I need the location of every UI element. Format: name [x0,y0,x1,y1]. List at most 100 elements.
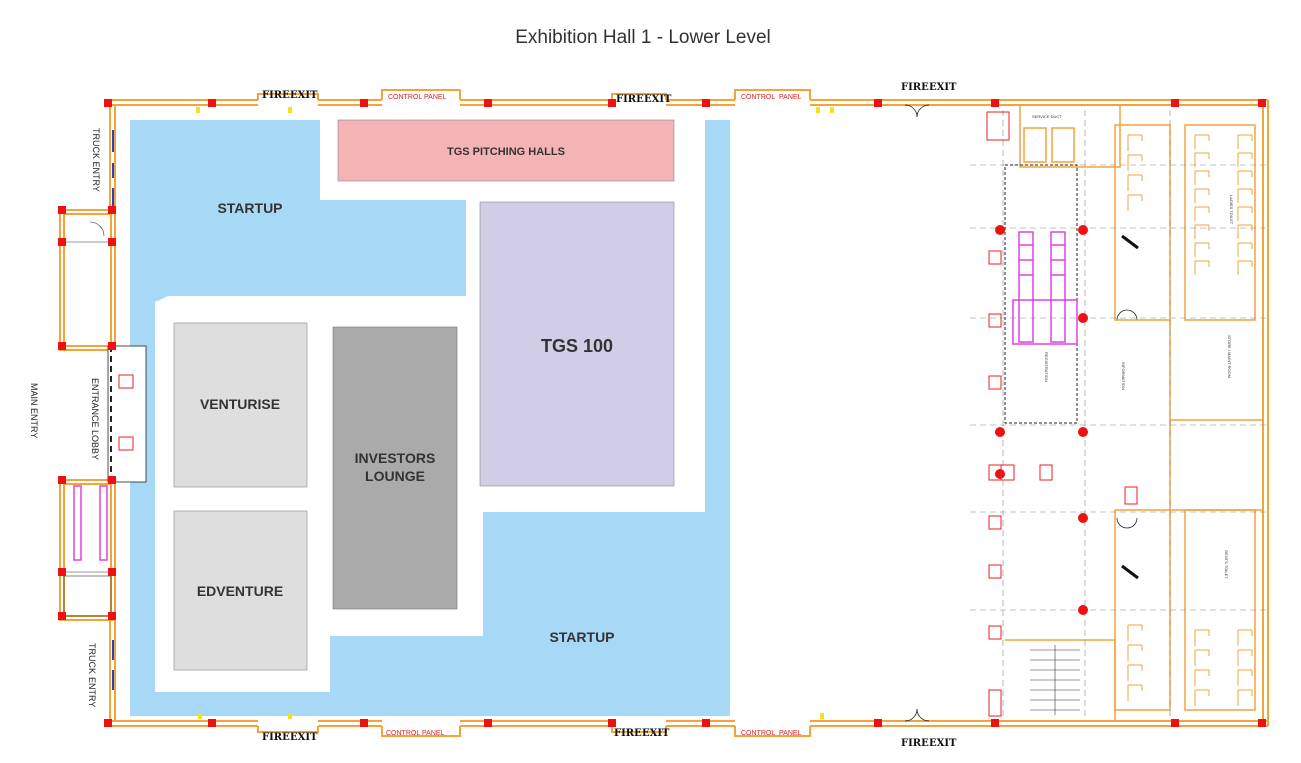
svg-text:GENTS TOILET: GENTS TOILET [1224,550,1229,579]
zone-tgs-100[interactable] [479,201,675,487]
column-square [484,719,492,727]
svg-text:EXIT: EXIT [290,732,318,743]
label-venturise: VENTURISE [200,396,280,412]
svg-text:PANEL: PANEL [779,94,802,101]
label-edventure: EDVENTURE [197,583,283,599]
marker-yellow [288,713,292,719]
page-title: Exhibition Hall 1 - Lower Level [515,27,771,48]
label-truck-bottom: TRUCK [87,643,97,674]
svg-text:CONTROL: CONTROL [386,730,420,737]
marker-yellow [198,713,202,719]
svg-text:LADIES TOILET: LADIES TOILET [1229,195,1234,225]
cubicle [1194,649,1210,666]
cubicle [1194,669,1210,686]
svg-text:FIRE: FIRE [901,738,929,749]
column-square [702,719,710,727]
column-square [991,99,999,107]
svg-text:INFORMATION: INFORMATION [1121,362,1126,390]
cubicle [1127,174,1143,191]
svg-text:PANEL: PANEL [424,94,447,101]
column-square [991,719,999,727]
cubicle [1194,260,1210,275]
label-investors-line2: LOUNGE [365,468,425,484]
column-square [360,99,368,107]
cubicle [1127,154,1143,171]
svg-text:EXIT: EXIT [929,738,957,749]
cubicle [1127,134,1143,151]
column-square [104,719,112,727]
column-square [108,476,116,484]
cubicle [1237,134,1253,149]
label-investors-line1: INVESTORS [355,450,436,466]
svg-text:EXIT: EXIT [642,728,670,739]
label-main-entry: MAIN ENTRY [29,383,39,438]
cubicle [1194,152,1210,167]
svg-text:STORE / MAINT ROOM: STORE / MAINT ROOM [1227,335,1232,378]
cubicle [1127,684,1143,701]
column-square [58,568,66,576]
svg-text:FIRE: FIRE [614,728,642,739]
marker-yellow [196,107,200,113]
column-square [874,99,882,107]
cubicle [1194,242,1210,257]
zone-tgs-pitching-halls[interactable] [337,119,675,182]
column-square [108,612,116,620]
column-square [874,719,882,727]
right-annex [1005,104,1263,721]
svg-text:EXIT: EXIT [644,94,672,105]
annex-round-columns [995,225,1088,615]
column-square [608,99,616,107]
label-startup-top: STARTUP [217,200,282,216]
structural-columns [58,99,1266,727]
cubicle [1237,649,1253,666]
entrance-lobby[interactable] [107,345,147,483]
cubicle [1194,629,1210,646]
label-entry-bottom: ENTRY [87,677,97,707]
column-square [58,476,66,484]
cubicle [1127,644,1143,661]
zone-startup-right-strip [705,120,730,512]
column-square [58,342,66,350]
lift-marks [1121,234,1139,580]
staircase [1030,645,1080,715]
column-square [208,719,216,727]
zone-venturise[interactable] [173,322,308,488]
svg-text:EXIT: EXIT [290,90,318,101]
svg-text:SERVICE DUCT: SERVICE DUCT [1032,114,1062,119]
label-entrance-lobby: ENTRANCE LOBBY [90,378,100,460]
svg-text:FIRE: FIRE [262,90,290,101]
cubicle [1127,624,1143,641]
cubicle [1194,188,1210,203]
column-square [1171,719,1179,727]
column-square [58,612,66,620]
svg-text:CONTROL: CONTROL [741,94,775,101]
marker-yellow [816,107,820,113]
column-square [702,99,710,107]
cubicle [1127,194,1143,211]
info-desk [1004,164,1078,424]
zone-edventure[interactable] [173,510,308,671]
column-square [360,719,368,727]
cubicle [1194,689,1210,706]
cubicle [1194,224,1210,239]
svg-text:FIRE: FIRE [901,82,929,93]
marker-yellow [288,107,292,113]
column-square [58,206,66,214]
svg-text:EXIT: EXIT [929,82,957,93]
zone-investors-lounge[interactable] [332,326,458,610]
label-tgs-100: TGS 100 [541,336,613,356]
marker-yellow [820,713,824,719]
cubicle [1237,188,1253,203]
exit-labels-top: FIRE EXIT FIRE EXIT FIRE EXIT CONTROL PA… [262,82,957,105]
column-square [108,342,116,350]
cubicle [1237,224,1253,239]
exit-labels-bottom: FIRE EXIT FIRE EXIT FIRE EXIT CONTROL PA… [262,728,957,749]
column-square [58,238,66,246]
cubicle [1194,134,1210,149]
cubicle [1194,170,1210,185]
cubicle [1237,669,1253,686]
column-square [1258,99,1266,107]
column-square [104,99,112,107]
column-square [608,719,616,727]
svg-text:CONTROL: CONTROL [741,730,775,737]
